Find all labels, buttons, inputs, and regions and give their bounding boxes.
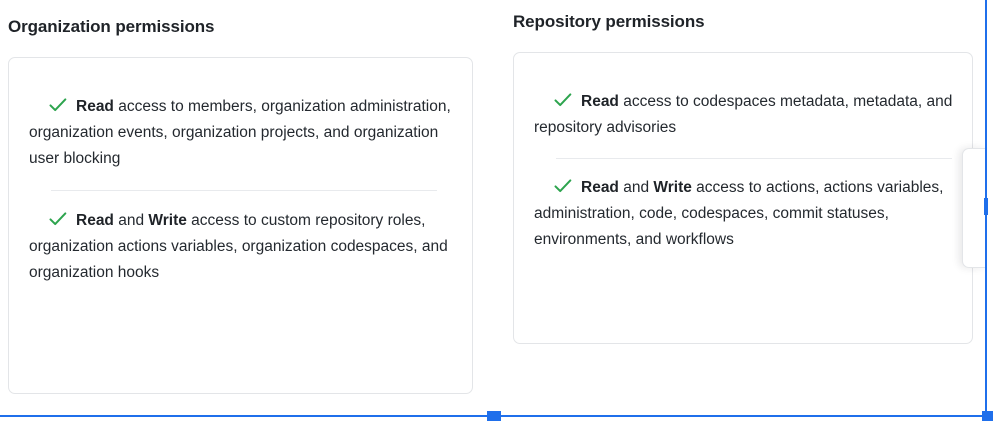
permission-level-read: Read bbox=[581, 92, 619, 110]
permission-description: access to actions, actions variables, ad… bbox=[534, 178, 944, 248]
permission-conjunction: and bbox=[618, 178, 654, 196]
repository-permissions-title: Repository permissions bbox=[513, 12, 705, 31]
check-icon bbox=[554, 92, 572, 107]
permission-item: Read and Write access to custom reposito… bbox=[29, 208, 454, 286]
check-icon bbox=[49, 211, 67, 226]
permission-description: access to custom repository roles, organ… bbox=[29, 211, 448, 281]
organization-permissions-title: Organization permissions bbox=[8, 17, 215, 36]
resize-handle-bottom-center[interactable] bbox=[487, 411, 501, 421]
permission-level-write: Write bbox=[653, 178, 692, 196]
permission-item: Read access to codespaces metadata, meta… bbox=[534, 89, 954, 141]
permission-item: Read and Write access to actions, action… bbox=[534, 175, 954, 253]
permission-description: access to codespaces metadata, metadata,… bbox=[534, 92, 953, 136]
permission-level-read: Read bbox=[76, 211, 114, 229]
permission-item: Read access to members, organization adm… bbox=[29, 94, 454, 172]
check-icon bbox=[49, 97, 67, 112]
organization-permissions-card: Read access to members, organization adm… bbox=[8, 57, 473, 394]
repository-permissions-card: Read access to codespaces metadata, meta… bbox=[513, 52, 973, 344]
permission-level-write: Write bbox=[148, 211, 187, 229]
permission-level-read: Read bbox=[581, 178, 619, 196]
edge-panel-peek bbox=[962, 148, 985, 268]
permission-level-read: Read bbox=[76, 97, 114, 115]
permission-divider bbox=[556, 157, 952, 159]
resize-handle-bottom-right[interactable] bbox=[982, 411, 993, 421]
permission-description: access to members, organization administ… bbox=[29, 97, 451, 167]
organization-permissions-column: Organization permissions Read access to … bbox=[8, 0, 473, 394]
repository-permissions-column: Repository permissions Read access to co… bbox=[513, 0, 973, 344]
permission-conjunction: and bbox=[113, 211, 149, 229]
resize-handle-right-center[interactable] bbox=[984, 198, 988, 215]
check-icon bbox=[554, 178, 572, 193]
permission-divider bbox=[51, 189, 437, 191]
